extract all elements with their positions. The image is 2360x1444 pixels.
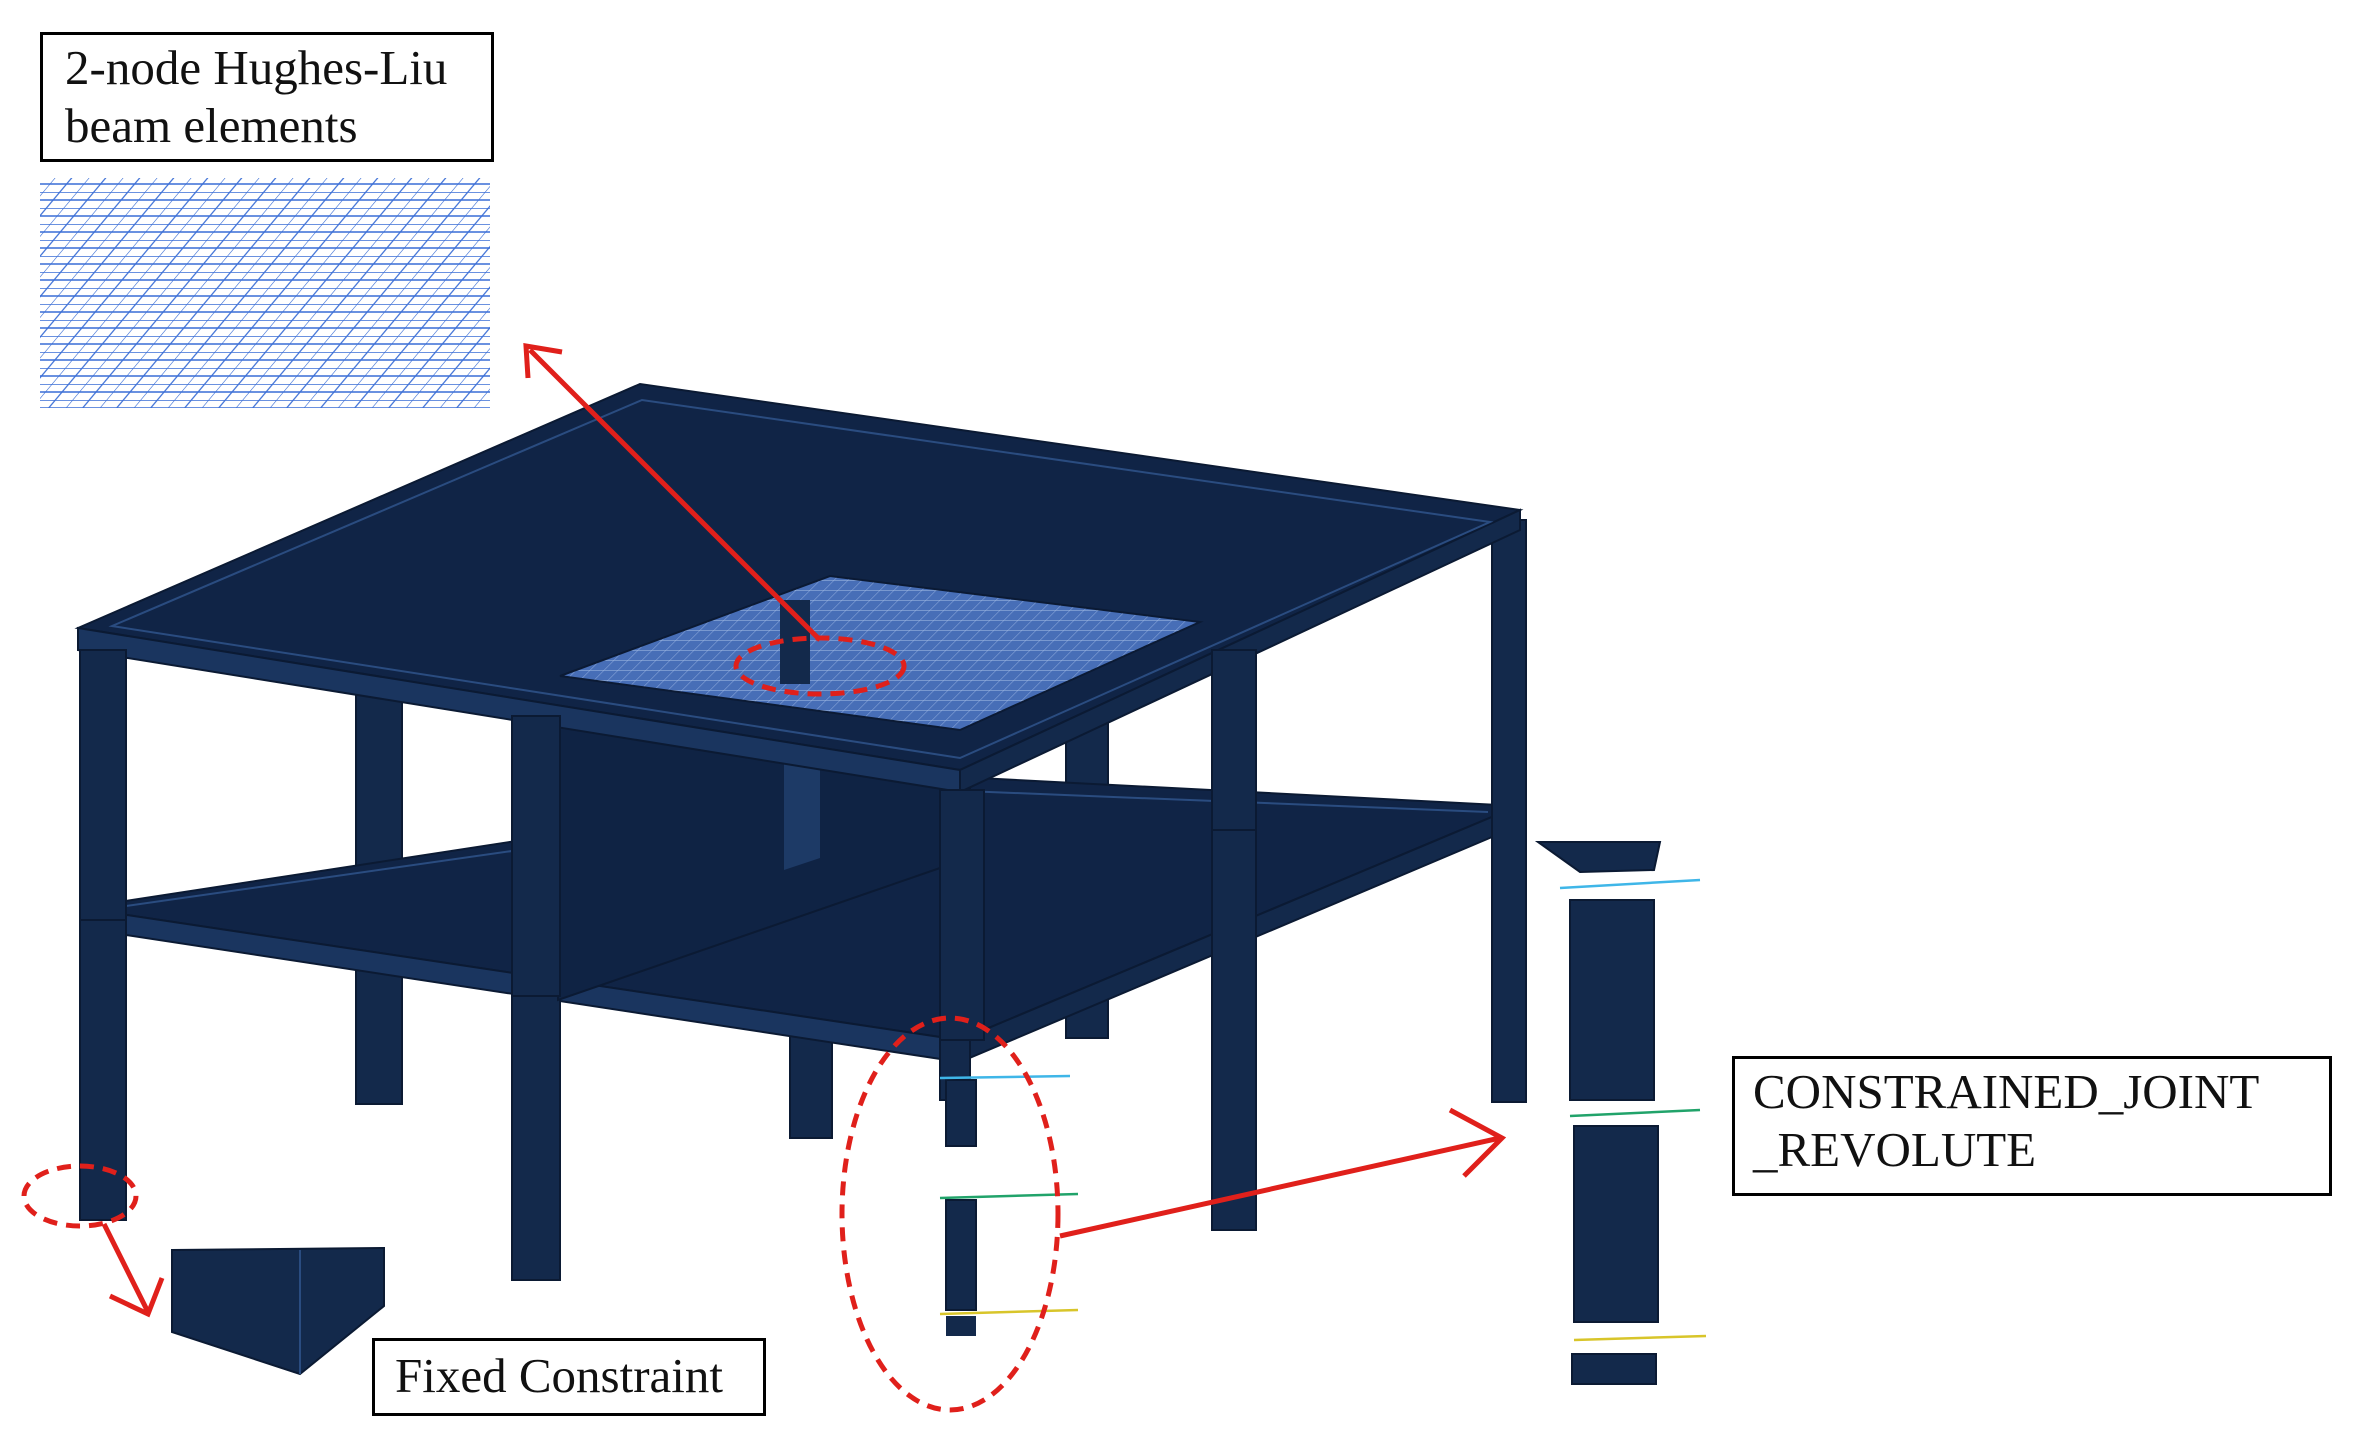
beam-elements-label: 2-node Hughes-Liu beam elements: [40, 32, 494, 162]
joint-label-line2: _REVOLUTE: [1753, 1122, 2037, 1177]
roof-slab: [74, 382, 1524, 794]
joint-label-line1: CONSTRAINED_JOINT: [1753, 1064, 2260, 1119]
exploded-column: [1534, 841, 1707, 1385]
revolute-joint-label: CONSTRAINED_JOINT _REVOLUTE: [1732, 1056, 2332, 1196]
upper-columns: [79, 649, 1257, 1041]
detached-column: [939, 1074, 1079, 1336]
fixed-constraint-label: Fixed Constraint: [372, 1338, 766, 1416]
beam-mesh-inset: [40, 178, 490, 408]
beam-label-line1: 2-node Hughes-Liu: [65, 40, 448, 95]
fixed-label-text: Fixed Constraint: [395, 1348, 724, 1403]
beam-label-line2: beam elements: [65, 98, 358, 153]
fixed-constraint-block: [171, 1246, 385, 1376]
callout-arrows: [101, 343, 1507, 1318]
